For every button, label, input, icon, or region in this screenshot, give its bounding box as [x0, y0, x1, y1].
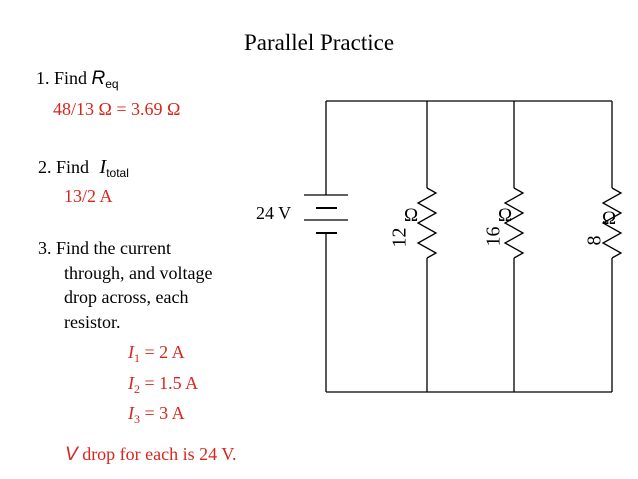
current-sub: 2 [134, 381, 140, 396]
current-var: I [128, 342, 134, 362]
question-1-prefix: 1. Find [36, 68, 92, 88]
question-1: 1. Find Req [36, 68, 119, 91]
answer-2: 13/2 A [64, 186, 113, 206]
question-3: 3. Find the current through, and voltage… [38, 236, 212, 334]
slide-title: Parallel Practice [243, 30, 395, 55]
question-1-sub: eq [105, 77, 119, 91]
resistor-1-unit: Ω [404, 205, 419, 226]
voltage-var: V [65, 444, 78, 465]
resistor-3-unit: Ω [602, 208, 617, 229]
current-var: I [128, 403, 134, 423]
current-sub: 3 [134, 412, 140, 426]
source-label: 24 V [256, 203, 292, 223]
current-sub: 1 [134, 351, 140, 365]
question-3-line: drop across, each [64, 287, 189, 307]
question-3-line: through, and voltage [64, 262, 213, 283]
current-value: = 2 A [144, 342, 185, 362]
question-2-prefix: 2. Find [38, 157, 94, 177]
battery-symbol [304, 194, 348, 234]
resistor-3-value: 8 [583, 235, 606, 246]
resistor-2-value: 16 [482, 226, 505, 247]
current-answers: I1 = 2 A I2 = 1.5 A I3 = 3 A [128, 340, 198, 432]
question-3-line: 3. Find the current [38, 238, 171, 258]
current-value: = 1.5 A [144, 372, 199, 393]
resistor-3-zigzag [601, 187, 623, 259]
question-3-line: resistor. [64, 311, 121, 332]
question-2: 2. Find Itotal [38, 156, 129, 180]
current-answer-3: I3 = 3 A [128, 401, 198, 432]
resistor-2-unit: Ω [498, 205, 513, 226]
current-answer-2: I2 = 1.5 A [128, 371, 198, 402]
question-2-var: I [99, 156, 107, 178]
voltage-drop-text: drop for each is 24 V. [77, 444, 237, 464]
answer-1: 48/13 Ω = 3.69 Ω [53, 99, 181, 119]
current-value: = 3 A [144, 403, 185, 423]
current-var: I [128, 372, 134, 393]
voltage-drop-answer: V drop for each is 24 V. [65, 444, 237, 466]
resistor-1-value: 12 [388, 227, 411, 248]
resistor-2-zigzag [503, 187, 525, 259]
question-2-sub: total [106, 166, 129, 180]
question-1-var: R [91, 68, 106, 89]
resistor-1-zigzag [416, 187, 438, 259]
current-answer-1: I1 = 2 A [128, 340, 198, 371]
